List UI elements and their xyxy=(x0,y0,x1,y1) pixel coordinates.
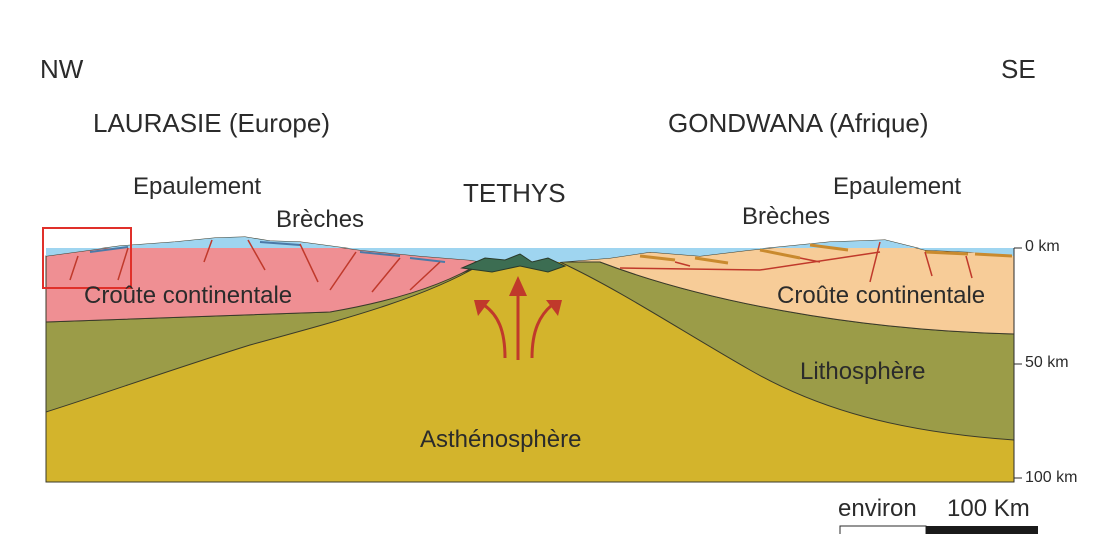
depth-tick-100-label: 100 km xyxy=(1025,470,1077,486)
depth-tick-0-label: 0 km xyxy=(1025,239,1060,255)
depth-axis xyxy=(1014,248,1022,482)
right-breccia-label: Brèches xyxy=(742,205,830,229)
scale-prefix-label: environ xyxy=(838,497,917,521)
right-shoulder-label: Epaulement xyxy=(833,175,961,199)
scale-value-label: 100 Km xyxy=(947,497,1030,521)
depth-tick-50-label: 50 km xyxy=(1025,355,1069,371)
scale-bar xyxy=(840,526,1038,534)
ocean-label: TETHYS xyxy=(463,180,566,206)
direction-se-label: SE xyxy=(1001,56,1036,82)
crust-left-label: Croûte continentale xyxy=(84,284,292,308)
lithosphere-label: Lithosphère xyxy=(800,360,925,384)
plate-right-label: GONDWANA (Afrique) xyxy=(668,110,929,136)
crust-right-label: Croûte continentale xyxy=(777,284,985,308)
direction-nw-label: NW xyxy=(40,56,83,82)
plate-left-label: LAURASIE (Europe) xyxy=(93,110,330,136)
asthenosphere-label: Asthénosphère xyxy=(420,428,581,452)
left-shoulder-label: Epaulement xyxy=(133,175,261,199)
left-breccia-label: Brèches xyxy=(276,208,364,232)
